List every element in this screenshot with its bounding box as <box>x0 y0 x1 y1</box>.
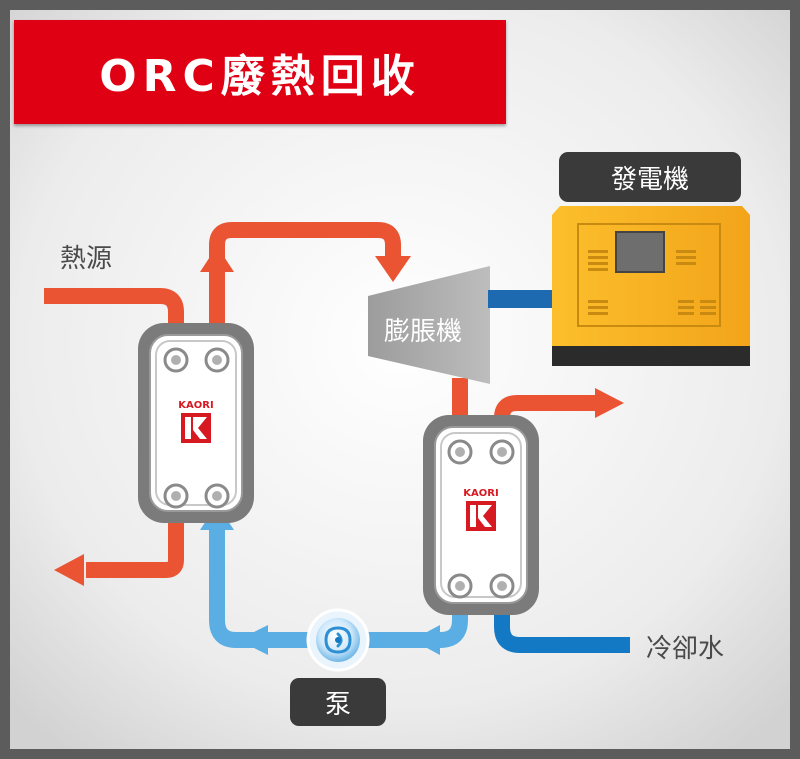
pump-label-text: 泵 <box>324 689 351 720</box>
generator-label-text: 發電機 <box>610 164 689 195</box>
cooling-water-line <box>494 605 630 653</box>
logo-brand-text-2: KAORI <box>463 488 498 499</box>
cooling-water-label: 冷卻水 <box>646 634 725 664</box>
vapor-to-expander-line <box>209 222 401 345</box>
arrow-left-return <box>54 554 84 586</box>
arrow-left-pipe-1 <box>238 625 268 655</box>
page-title: ORC廢熱回收 <box>99 51 421 102</box>
pump-label: 泵 <box>290 678 386 726</box>
generator-unit <box>552 206 750 366</box>
expander-label: 膨脹機 <box>384 317 463 347</box>
kaori-logo-hx2: KAORI <box>463 488 499 531</box>
kaori-logo-hx1: KAORI <box>178 400 214 443</box>
expander-shaft <box>488 290 553 308</box>
arrow-down-expander <box>375 256 411 282</box>
expander-body <box>368 266 490 384</box>
heat-source-return-line <box>86 500 184 578</box>
logo-brand-text-1: KAORI <box>178 400 213 411</box>
heat-source-label: 熱源 <box>60 244 113 274</box>
title-banner: ORC廢熱回收 <box>14 20 506 124</box>
pump <box>306 608 370 672</box>
arrow-right-outlet <box>595 388 624 418</box>
arrow-up-hx1 <box>200 246 234 272</box>
heat-source-line <box>44 288 184 348</box>
generator-label: 發電機 <box>559 152 741 202</box>
arrow-left-pipe-2 <box>412 625 440 655</box>
